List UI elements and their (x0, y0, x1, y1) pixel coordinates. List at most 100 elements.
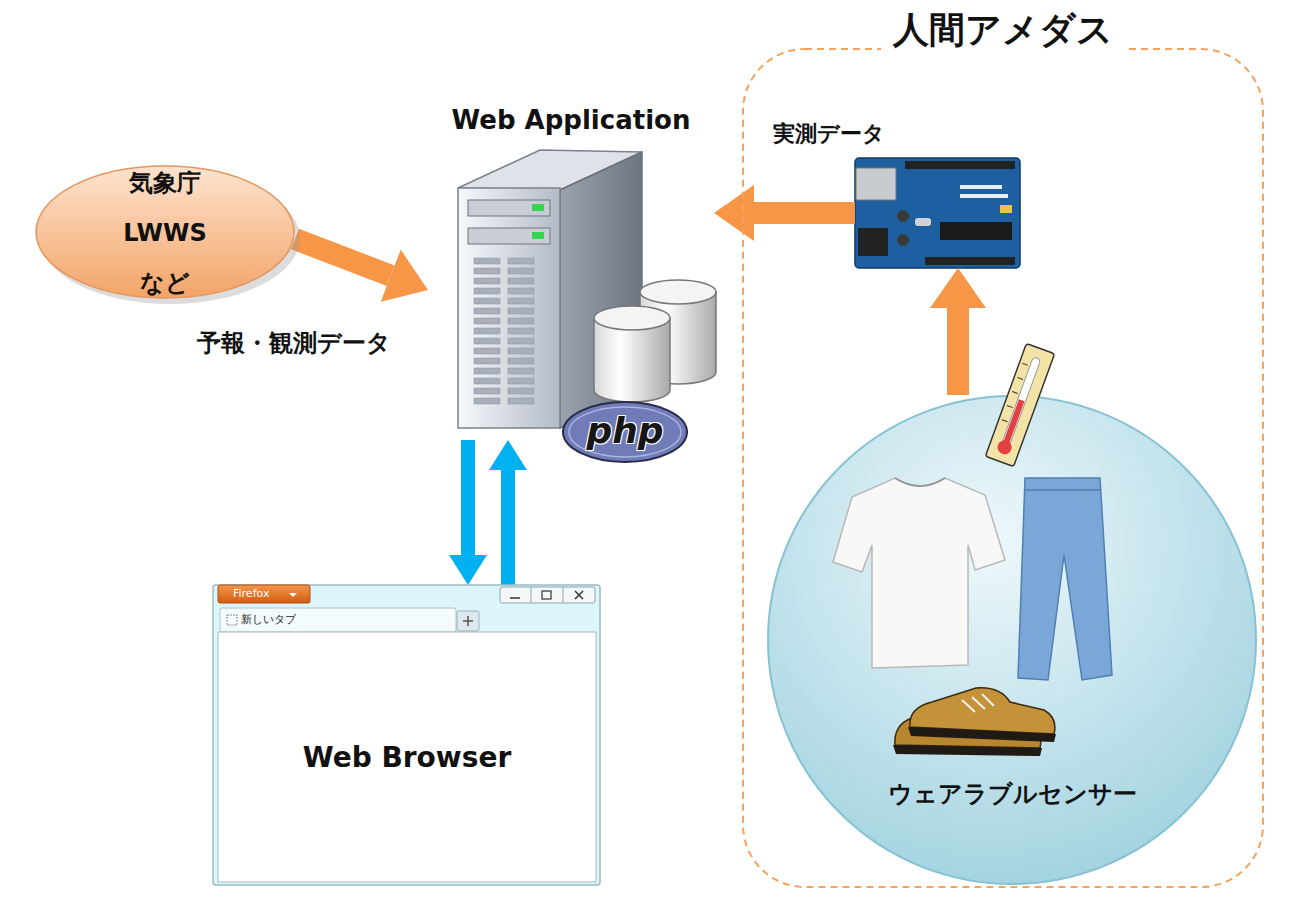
pin-header (925, 257, 1015, 265)
vent-slot (508, 298, 534, 304)
vent-slot (508, 338, 534, 344)
device-heading: 実測データ (773, 120, 885, 148)
database-cylinders (594, 280, 716, 402)
vent-slot (474, 308, 500, 314)
vent-slot (474, 348, 500, 354)
tab-icon (227, 615, 237, 625)
flow-arrow (461, 440, 475, 555)
circle-outline (768, 396, 1256, 884)
control-divider (563, 587, 564, 603)
thermometer-body (985, 343, 1054, 466)
wearable-sensor-circle-shape (767, 395, 1257, 885)
flow-arrow (754, 202, 855, 224)
arduino-board: 実測データ (855, 158, 1020, 268)
shoe (910, 688, 1055, 734)
vent-slot (474, 378, 500, 384)
shoe-laces (962, 694, 994, 712)
server-illustration (458, 150, 716, 462)
vent-slot (474, 268, 500, 274)
server-heading: Web Application (428, 104, 714, 136)
vent-slot (508, 328, 534, 334)
web-browser-window-shape (213, 585, 600, 885)
source-label: 気象庁 LWWS など (95, 158, 235, 308)
edge-label: 予報・観測データ (195, 328, 393, 358)
vent-slot (474, 278, 500, 284)
thermometer-bulb (996, 438, 1014, 456)
capacitor (897, 234, 909, 246)
vent-slot (508, 388, 534, 394)
vent-slot (474, 398, 500, 404)
dropdown-triangle (289, 593, 297, 597)
browser-menu-label: Firefox (233, 587, 269, 601)
close-icon (575, 591, 583, 599)
control-divider (531, 587, 532, 603)
vent-slot (508, 288, 534, 294)
vent-slot (508, 268, 534, 274)
vent-slot (508, 398, 534, 404)
t-shirt-collar (895, 478, 945, 486)
dashed-region-outline (743, 49, 1263, 887)
vent-slot (474, 358, 500, 364)
vent-slot (474, 318, 500, 324)
jeans-waistband (1024, 489, 1101, 491)
cylinder-top (640, 280, 716, 304)
vent-slot (508, 368, 534, 374)
region-heading: 人間アメダス (881, 8, 1125, 52)
vent-slot (474, 368, 500, 374)
drive-bay (468, 200, 550, 216)
window-controls (500, 587, 595, 603)
arduino-pcb (855, 158, 1020, 268)
clothing-illustration (833, 343, 1112, 756)
vent-slot (508, 278, 534, 284)
maximize-icon (542, 591, 551, 599)
plus-icon (463, 616, 473, 626)
window-frame (213, 585, 600, 885)
board-marking (960, 194, 1008, 198)
weather-source-ellipse: 気象庁 LWWS など (35, 165, 295, 300)
usb-connector (856, 168, 896, 200)
php-logo (563, 402, 687, 462)
sensor-label: ウェアラブルセンサー (767, 779, 1257, 809)
human-amedas-region: 人間アメダス実測データウェアラブルセンサー (742, 48, 1264, 888)
t-shirt (833, 478, 1005, 668)
cylinder-top (594, 306, 670, 330)
flow-arrow (295, 239, 391, 276)
wearable-sensor-circle: ウェアラブルセンサー (767, 395, 1257, 885)
crystal (915, 218, 931, 226)
php-logo-ring (569, 407, 681, 457)
vent-slot (508, 318, 534, 324)
pin-header (905, 161, 1015, 169)
vent-slot (508, 358, 534, 364)
shoe-sole (893, 745, 1042, 756)
board-marking (960, 185, 1002, 189)
tab-title: 新しいタブ (241, 613, 296, 627)
vent-slot (508, 378, 534, 384)
vent-slot (508, 348, 534, 354)
server-vents (474, 258, 534, 404)
firefox-button (218, 585, 310, 603)
web-application-server: Web Application (428, 100, 714, 440)
drive-bay (468, 228, 550, 244)
drive-led (532, 204, 544, 211)
thermometer (985, 343, 1054, 466)
reset-button (1000, 205, 1012, 213)
web-browser-window: Firefox新しいタブWeb Browser (213, 585, 600, 885)
vent-slot (474, 338, 500, 344)
server-front (458, 188, 560, 428)
microcontroller-chip (940, 222, 1012, 240)
content-area (218, 632, 596, 882)
vent-slot (474, 388, 500, 394)
thermometer-ticks (1002, 363, 1028, 421)
shoe-sole (908, 727, 1056, 742)
drive-led (532, 232, 544, 239)
vent-slot (474, 328, 500, 334)
vent-slot (508, 308, 534, 314)
new-tab-button (457, 611, 479, 631)
vent-slot (474, 298, 500, 304)
power-jack (858, 228, 888, 256)
browser-tab (220, 608, 456, 632)
flow-arrow (501, 470, 515, 585)
capacitor (897, 210, 909, 222)
